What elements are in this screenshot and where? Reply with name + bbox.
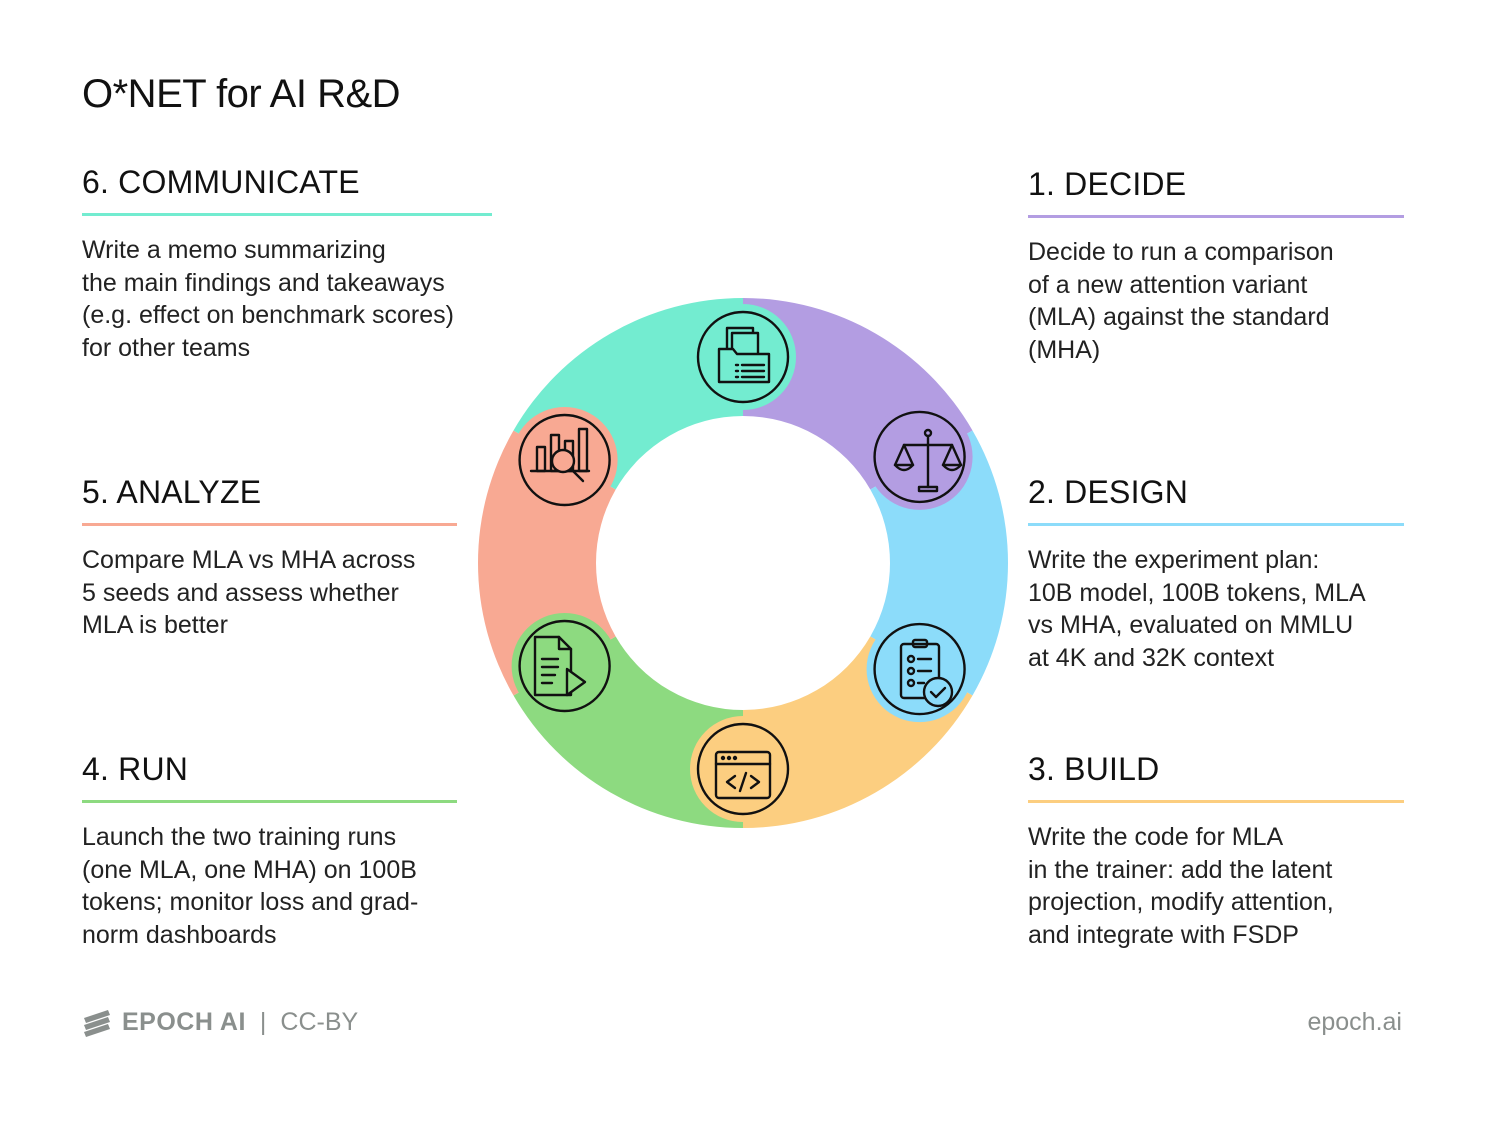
footer-separator: | — [259, 1008, 267, 1036]
icon-circle-build-background — [690, 716, 796, 822]
desc-line: Write the code for MLA — [1028, 823, 1284, 851]
step-decide: 1. DECIDE Decide to run a comparison of … — [1028, 166, 1404, 366]
icon-circle-run-background — [511, 613, 618, 719]
desc-line: Launch the two training runs — [82, 823, 397, 851]
chart-magnifier-icon — [529, 427, 591, 483]
desc-line: of a new attention variant — [1028, 270, 1308, 299]
desc-line: Decide to run a comparison — [1028, 238, 1334, 266]
step-run: 4. RUN Launch the two training runs (one… — [82, 751, 457, 951]
step-description: Write a memo summarizing the main findin… — [82, 234, 492, 364]
step-heading: 1. DECIDE — [1028, 166, 1404, 218]
step-analyze: 5. ANALYZE Compare MLA vs MHA across 5 s… — [82, 474, 457, 642]
icon-circle-analyze-outline — [518, 413, 611, 507]
desc-line: (one MLA, one MHA) on 100B — [82, 855, 417, 884]
icon-circle-communicate-outline — [696, 310, 790, 404]
desc-line: projection, modify attention, — [1028, 888, 1334, 916]
desc-line: tokens; monitor loss and grad- — [82, 888, 419, 916]
epoch-logo-icon — [84, 1009, 110, 1037]
icon-circle-decide-outline — [873, 410, 966, 504]
desc-line: for other teams — [82, 333, 251, 362]
desc-line: at 4K and 32K context — [1028, 643, 1275, 672]
website-label: epoch.ai — [1307, 1008, 1402, 1036]
brand-name: EPOCH AI — [122, 1008, 246, 1036]
step-heading: 6. COMMUNICATE — [82, 164, 492, 216]
icon-circle-run-outline — [518, 619, 611, 713]
desc-line: and integrate with FSDP — [1028, 920, 1299, 949]
desc-line: Write the experiment plan: — [1028, 546, 1320, 574]
balance-scale-icon — [893, 428, 963, 493]
clipboard-checklist-icon — [899, 638, 954, 708]
step-description: Decide to run a comparison of a new atte… — [1028, 236, 1404, 366]
page-title: O*NET for AI R&D — [82, 72, 401, 116]
desc-line: MLA is better — [82, 611, 228, 639]
code-window-icon — [714, 750, 772, 800]
license-label: CC-BY — [280, 1008, 359, 1036]
step-heading: 5. ANALYZE — [82, 474, 457, 526]
desc-line: 5 seeds and assess whether — [82, 578, 399, 607]
step-heading: 3. BUILD — [1028, 751, 1404, 803]
document-play-icon — [533, 635, 587, 697]
desc-line: norm dashboards — [82, 920, 277, 949]
desc-line: Write a memo summarizing — [82, 236, 386, 264]
step-design: 2. DESIGN Write the experiment plan: 10B… — [1028, 474, 1404, 674]
desc-line: (e.g. effect on benchmark scores) — [82, 301, 454, 329]
step-heading: 2. DESIGN — [1028, 474, 1404, 526]
step-build: 3. BUILD Write the code for MLA in the t… — [1028, 751, 1404, 951]
step-heading: 4. RUN — [82, 751, 457, 803]
step-description: Compare MLA vs MHA across 5 seeds and as… — [82, 544, 457, 642]
icon-circle-decide-background — [866, 403, 973, 510]
step-description: Write the code for MLA in the trainer: a… — [1028, 821, 1404, 951]
desc-line: in the trainer: add the latent — [1028, 855, 1333, 884]
desc-line: 10B model, 100B tokens, MLA — [1028, 578, 1366, 607]
folder-documents-icon — [717, 326, 771, 384]
step-communicate: 6. COMMUNICATE Write a memo summarizing … — [82, 164, 492, 364]
step-description: Launch the two training runs (one MLA, o… — [82, 821, 457, 951]
desc-line: (MLA) against the standard — [1028, 303, 1330, 331]
desc-line: the main findings and takeaways — [82, 268, 445, 297]
step-description: Write the experiment plan: 10B model, 10… — [1028, 544, 1404, 674]
desc-line: (MHA) — [1028, 335, 1101, 364]
desc-line: vs MHA, evaluated on MMLU — [1028, 611, 1354, 639]
desc-line: Compare MLA vs MHA across — [82, 546, 416, 574]
icon-circle-design-background — [866, 616, 973, 723]
footer-brand-area: EPOCH AI | CC-BY — [82, 1008, 358, 1037]
icon-circle-design-outline — [873, 622, 966, 716]
icon-circle-build-outline — [696, 722, 790, 816]
